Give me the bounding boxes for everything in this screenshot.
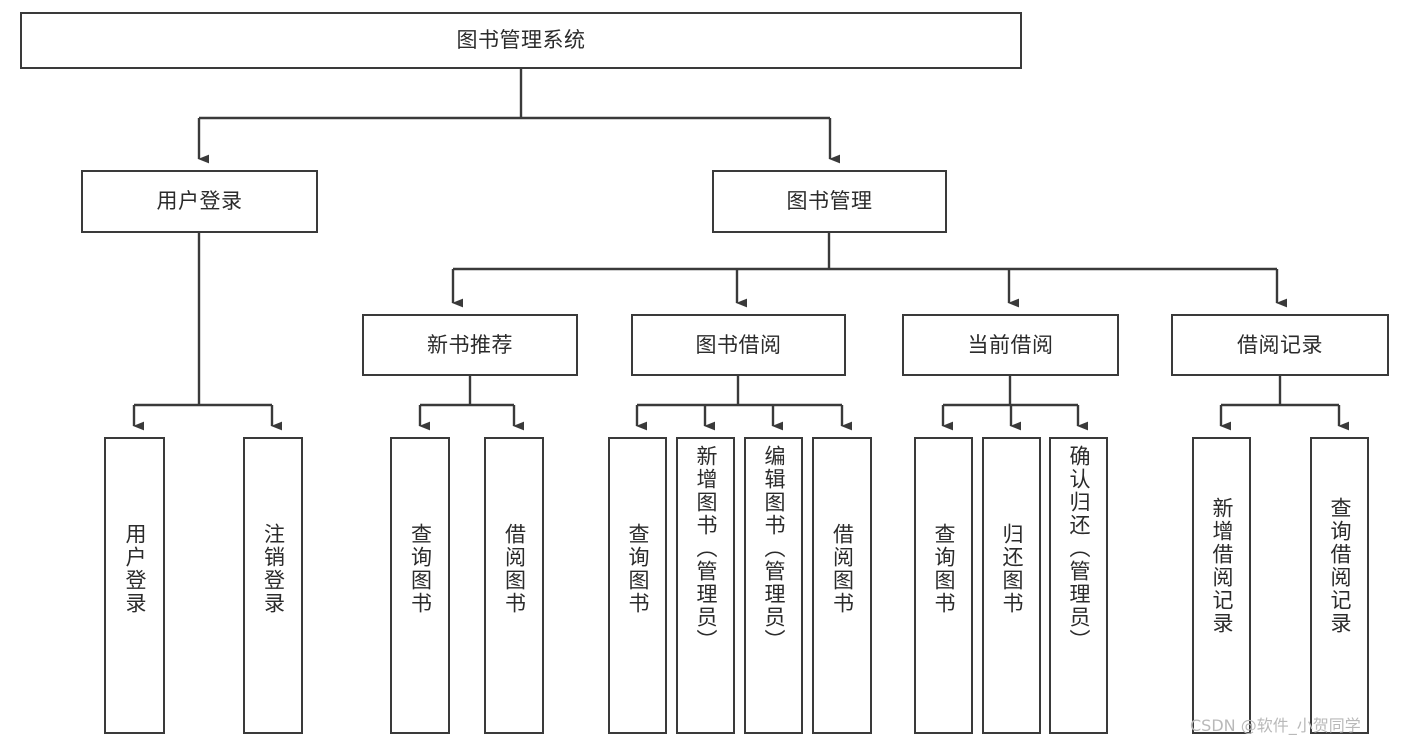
- node-leaf-add-book-admin-label: 新增图书（管理员）: [694, 445, 718, 652]
- node-book-borrow-label: 图书借阅: [695, 332, 782, 357]
- node-leaf-borrow-book-2[interactable]: 借阅图书: [812, 437, 872, 734]
- node-user-login-label: 用户登录: [156, 189, 243, 214]
- node-leaf-borrow-book-1-label: 借阅图书: [502, 523, 527, 615]
- node-book-management-label: 图书管理: [786, 189, 873, 214]
- node-leaf-return-book[interactable]: 归还图书: [982, 437, 1041, 734]
- node-leaf-query-borrow-record[interactable]: 查询借阅记录: [1310, 437, 1369, 734]
- node-leaf-query-book-3[interactable]: 查询图书: [914, 437, 973, 734]
- node-leaf-borrow-book-1[interactable]: 借阅图书: [484, 437, 544, 734]
- node-book-management[interactable]: 图书管理: [712, 170, 947, 233]
- node-leaf-query-borrow-record-label: 查询借阅记录: [1328, 497, 1352, 635]
- node-leaf-query-book-1[interactable]: 查询图书: [390, 437, 450, 734]
- node-leaf-add-book-admin[interactable]: 新增图书（管理员）: [676, 437, 735, 734]
- node-leaf-borrow-book-2-label: 借阅图书: [830, 523, 855, 615]
- watermark: CSDN @软件_小贺同学: [1190, 716, 1361, 735]
- node-leaf-query-book-2[interactable]: 查询图书: [608, 437, 667, 734]
- node-leaf-add-borrow-record[interactable]: 新增借阅记录: [1192, 437, 1251, 734]
- node-user-login[interactable]: 用户登录: [81, 170, 318, 233]
- node-leaf-query-book-2-label: 查询图书: [626, 523, 650, 615]
- node-book-borrow[interactable]: 图书借阅: [631, 314, 846, 376]
- node-new-book-recommend-label: 新书推荐: [427, 332, 513, 357]
- node-borrow-record[interactable]: 借阅记录: [1171, 314, 1389, 376]
- node-leaf-user-login-label: 用户登录: [123, 523, 147, 615]
- node-leaf-confirm-return-admin[interactable]: 确认归还（管理员）: [1049, 437, 1108, 734]
- node-leaf-logout-login-label: 注销登录: [261, 523, 286, 615]
- node-leaf-confirm-return-admin-label: 确认归还（管理员）: [1067, 445, 1091, 652]
- node-leaf-query-book-3-label: 查询图书: [932, 523, 956, 615]
- node-current-borrow[interactable]: 当前借阅: [902, 314, 1119, 376]
- node-leaf-edit-book-admin-label: 编辑图书（管理员）: [762, 445, 786, 652]
- node-leaf-query-book-1-label: 查询图书: [408, 523, 433, 615]
- node-current-borrow-label: 当前借阅: [967, 332, 1054, 357]
- node-new-book-recommend[interactable]: 新书推荐: [362, 314, 578, 376]
- node-leaf-edit-book-admin[interactable]: 编辑图书（管理员）: [744, 437, 803, 734]
- node-root-label: 图书管理系统: [456, 28, 586, 53]
- node-leaf-return-book-label: 归还图书: [1000, 523, 1024, 615]
- node-leaf-add-borrow-record-label: 新增借阅记录: [1210, 497, 1234, 635]
- node-leaf-logout-login[interactable]: 注销登录: [243, 437, 303, 734]
- node-leaf-user-login[interactable]: 用户登录: [104, 437, 165, 734]
- node-root[interactable]: 图书管理系统: [20, 12, 1022, 69]
- node-borrow-record-label: 借阅记录: [1237, 332, 1323, 357]
